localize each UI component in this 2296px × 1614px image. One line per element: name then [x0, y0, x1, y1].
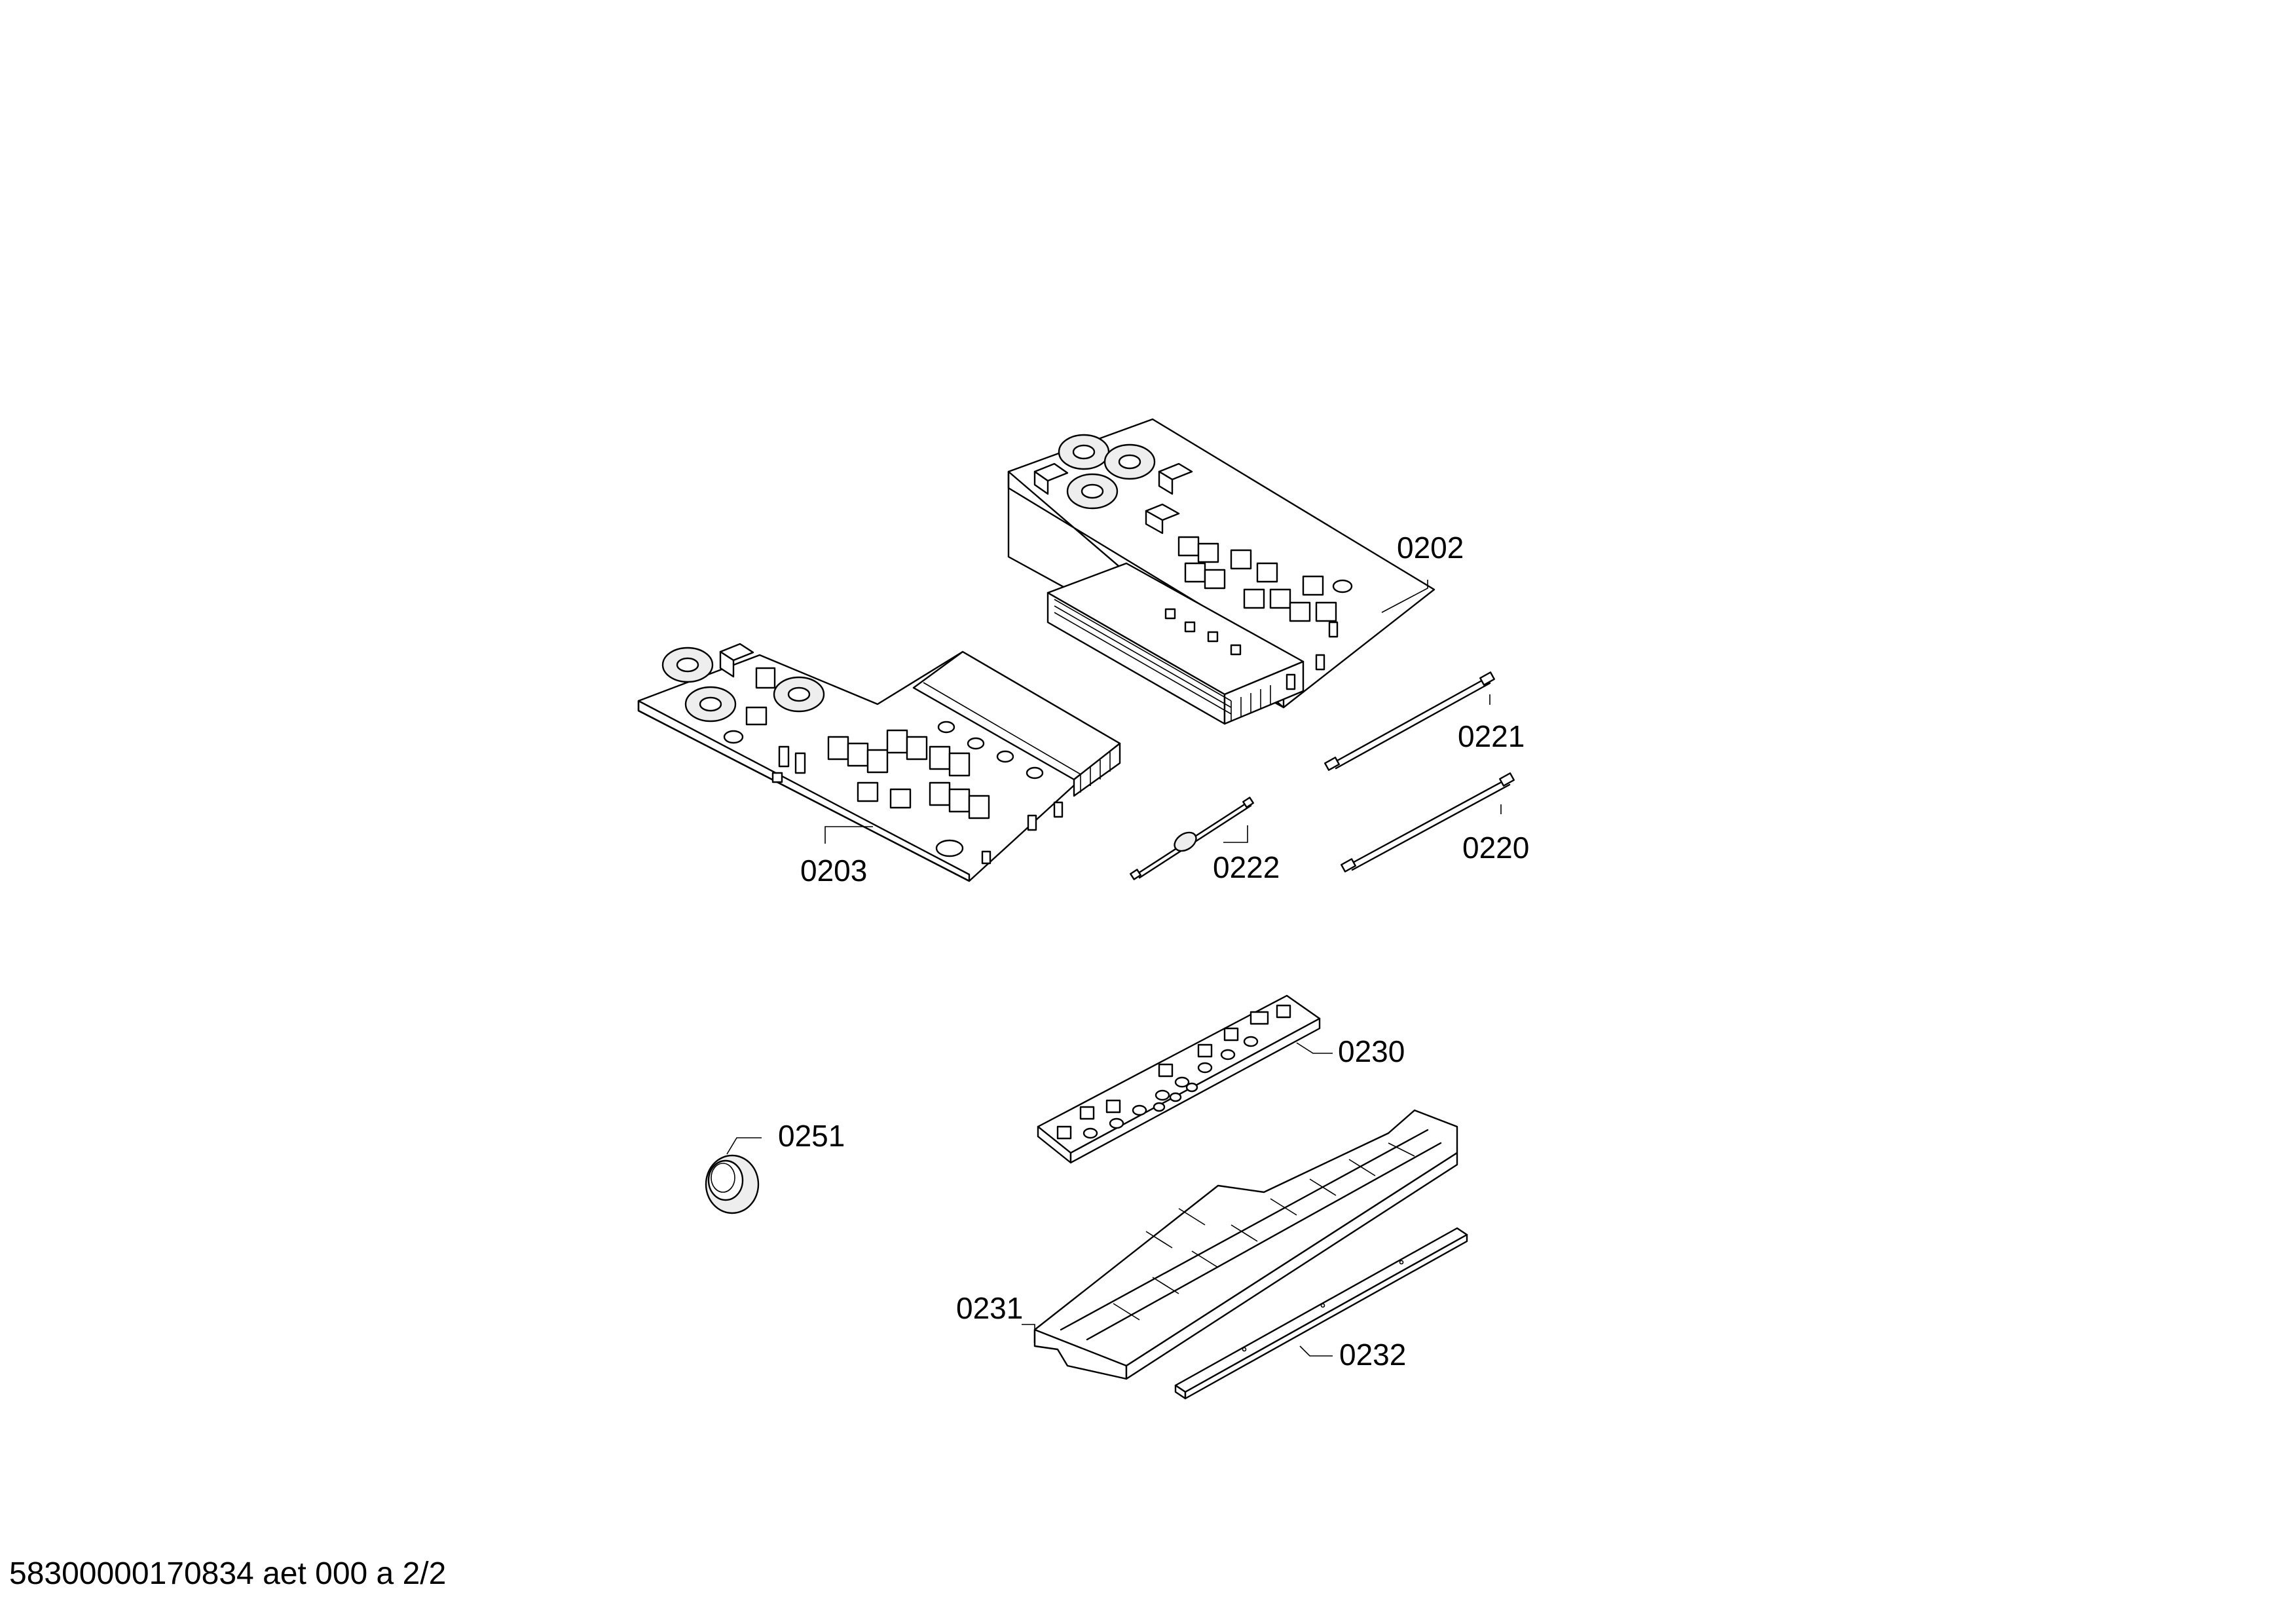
callout-0222: 0222 — [1213, 850, 1280, 884]
callout-0232: 0232 — [1339, 1338, 1406, 1372]
part-0220-cable — [1341, 772, 1515, 873]
callout-0230: 0230 — [1338, 1034, 1405, 1068]
callout-0231: 0231 — [956, 1291, 1023, 1325]
heatsink-0203 — [912, 650, 1121, 797]
components-0203 — [719, 643, 1064, 865]
part-0231-carrier-frame — [1033, 1109, 1458, 1380]
components-0202 — [1033, 462, 1353, 690]
leader-lines — [726, 580, 1502, 1357]
toroid-coils-0202 — [1058, 434, 1156, 510]
part-0222-wire-ferrite — [1130, 797, 1254, 880]
toroid-coils-0203 — [661, 647, 825, 723]
document-code: 58300000170834 aet 000 a 2/2 — [9, 1556, 446, 1591]
part-0221-cable — [1324, 671, 1495, 771]
part-0202-circuit-board — [1007, 418, 1435, 725]
part-0230-control-pcb — [1037, 994, 1321, 1164]
callout-0203: 0203 — [800, 854, 867, 888]
callout-0202: 0202 — [1397, 531, 1464, 565]
part-0232-rail — [1174, 1227, 1468, 1400]
callout-0220: 0220 — [1462, 831, 1529, 865]
part-0203-circuit-board — [637, 643, 1121, 882]
part-0251-ring — [705, 1154, 760, 1214]
callout-0221: 0221 — [1458, 719, 1525, 753]
heatsink-0202 — [1046, 562, 1305, 725]
callout-0251: 0251 — [778, 1119, 845, 1153]
